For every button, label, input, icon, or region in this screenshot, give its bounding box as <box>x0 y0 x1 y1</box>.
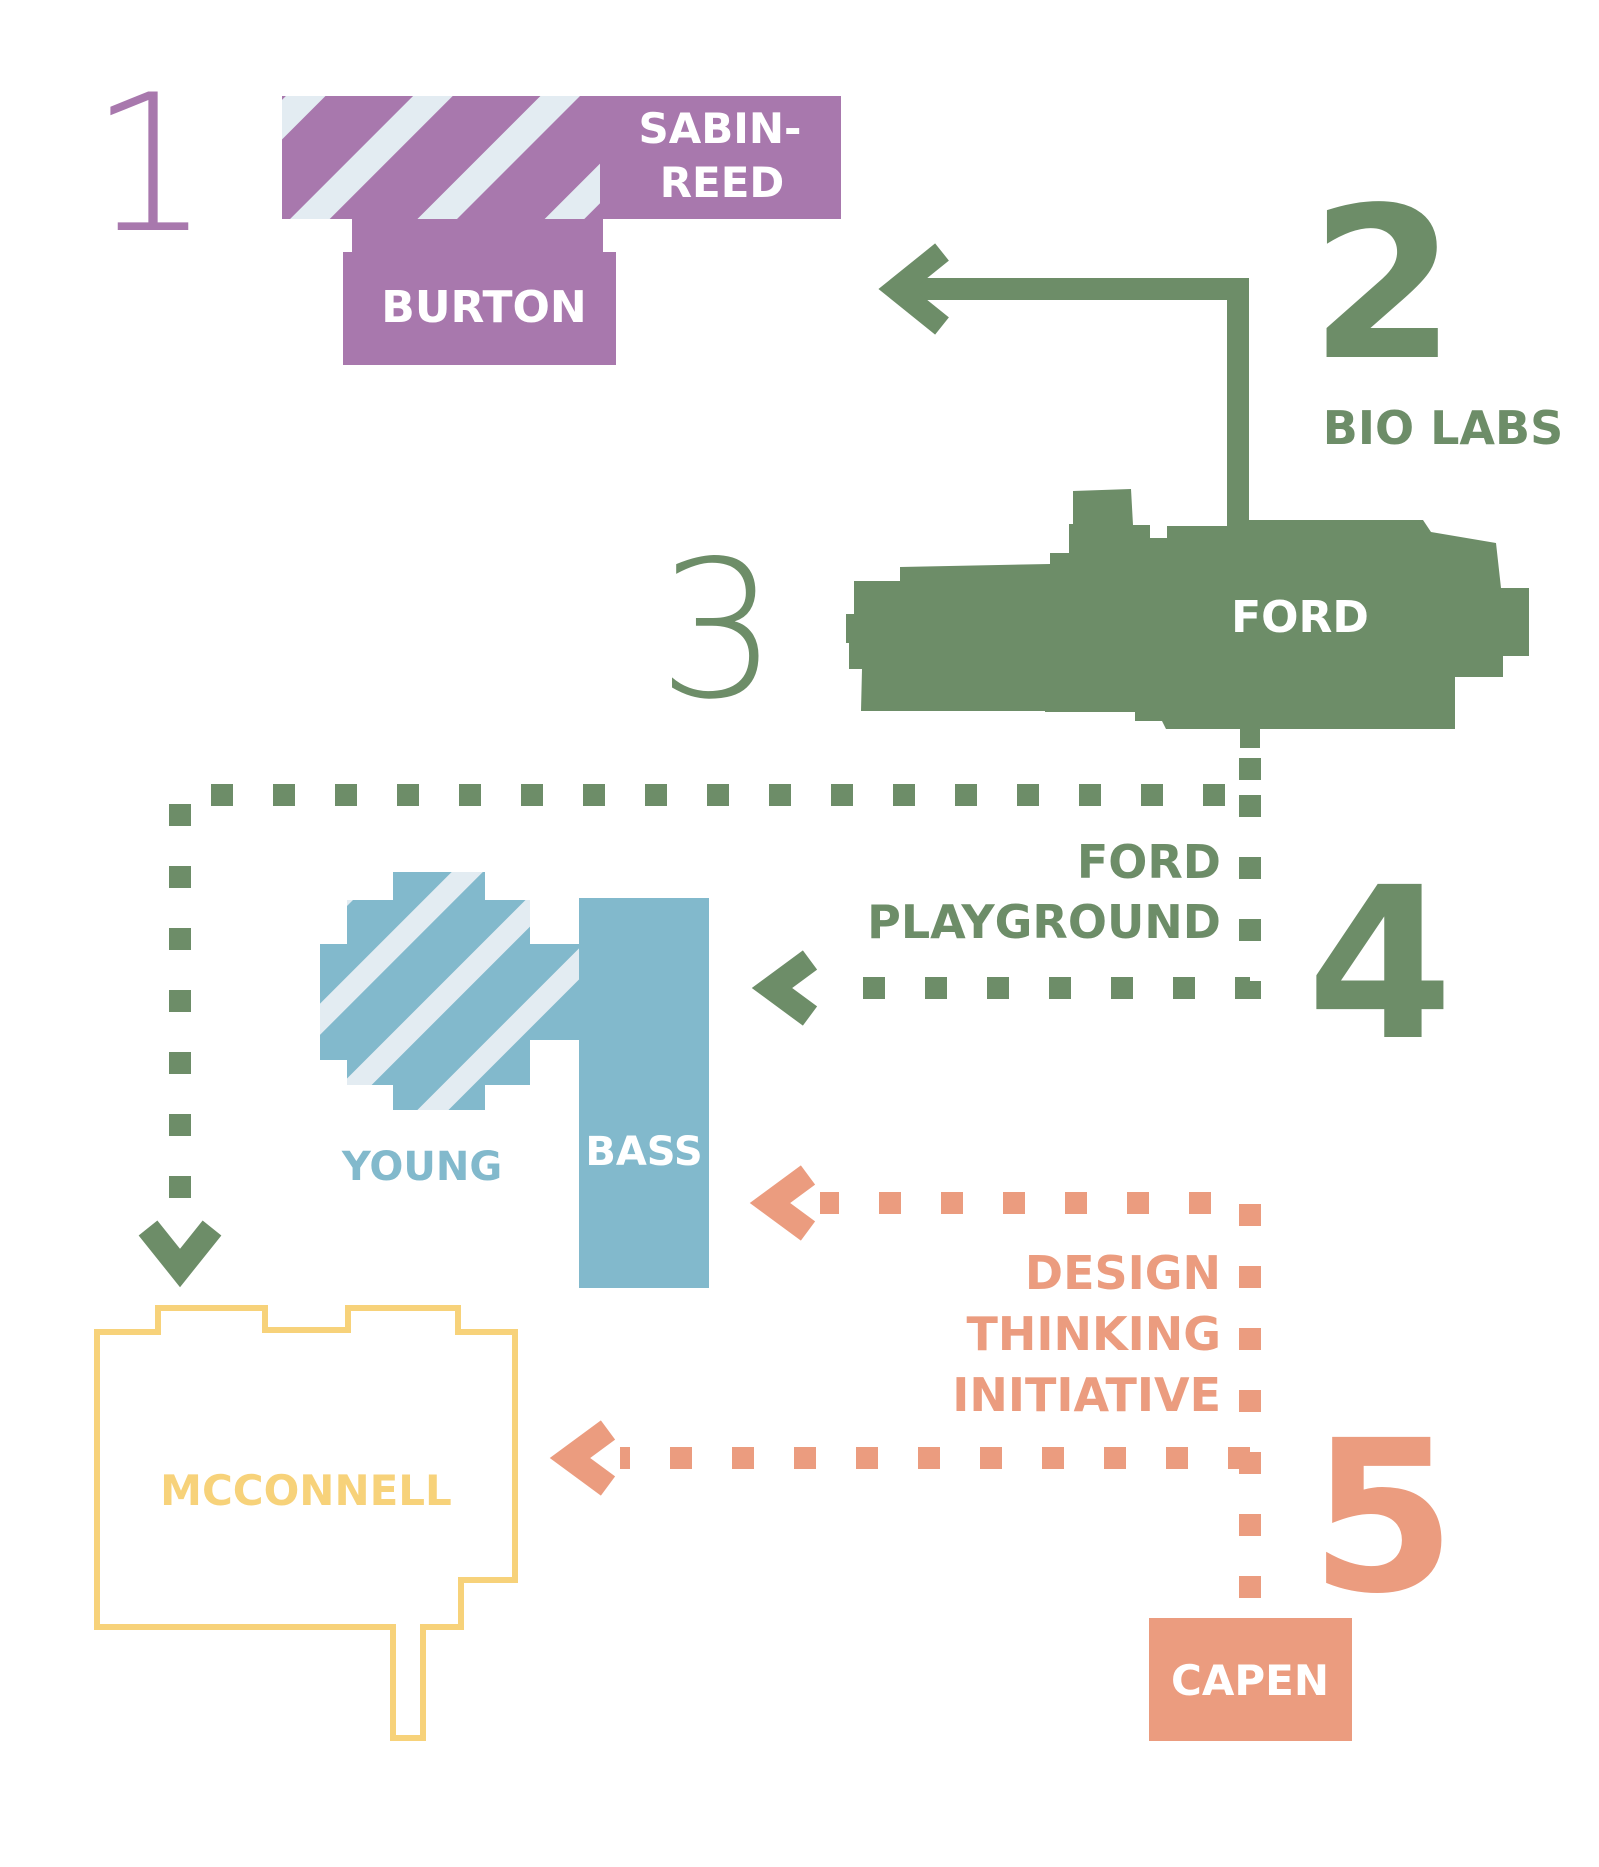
capen-to-bass-arrow-head <box>749 1165 816 1241</box>
step-1-number: 1 <box>90 54 211 275</box>
sabin-reed-label-line1: SABIN- <box>639 104 802 153</box>
ford-shape <box>846 489 1529 729</box>
burton-building: BURTON <box>343 219 616 365</box>
capen-to-mcconnell-arrow-head <box>549 1420 616 1496</box>
mcconnell-building: MCCONNELL <box>94 1305 518 1741</box>
ford-playground-arrow-head <box>751 950 818 1026</box>
bass-shape <box>579 898 709 1288</box>
sabin-reed-label-line2: REED <box>660 158 785 207</box>
capen-shape <box>1149 1618 1352 1741</box>
mcconnell-label: MCCONNELL <box>160 1466 452 1515</box>
step-2-caption: BIO LABS <box>1323 401 1563 455</box>
mcconnell-arrow-head-green <box>138 1220 222 1288</box>
bio-labs-arrow <box>878 243 1249 527</box>
capen-label: CAPEN <box>1171 1656 1329 1705</box>
step-5-number: 5 <box>1310 1395 1456 1640</box>
burton-shape <box>343 219 616 365</box>
step-4-number: 4 <box>1307 842 1453 1087</box>
young-shape <box>320 872 580 1110</box>
young-building: YOUNG <box>320 872 580 1190</box>
bass-label: BASS <box>585 1129 702 1175</box>
step-4-caption-line2: PLAYGROUND <box>867 895 1221 949</box>
young-label: YOUNG <box>341 1144 502 1190</box>
ford-playground-dashes <box>830 795 1261 999</box>
mcconnell-outline <box>94 1305 518 1741</box>
bio-labs-arrow-line <box>902 278 1249 527</box>
step-5-caption-line1: DESIGN <box>1025 1246 1221 1300</box>
capen-building: CAPEN <box>1149 1618 1352 1741</box>
burton-label: BURTON <box>381 282 586 333</box>
bio-labs-arrow-head <box>878 243 949 335</box>
ford-label: FORD <box>1231 592 1369 643</box>
step-3-number: 3 <box>658 520 779 741</box>
step-5-caption-line2: THINKING <box>966 1307 1221 1361</box>
bass-building: BASS <box>579 898 709 1288</box>
ford-playground-path <box>751 795 1261 1026</box>
step-4-caption-line1: FORD <box>1077 835 1221 889</box>
capen-routes <box>549 1165 1261 1598</box>
ford-to-mcconnell-dashes <box>169 758 1261 1215</box>
sabin-reed-striped-section <box>282 96 603 219</box>
ford-to-mcconnell-path <box>138 729 1261 1288</box>
sabin-reed-building: SABIN- REED <box>282 96 841 219</box>
step-5-caption-line3: INITIATIVE <box>952 1368 1221 1422</box>
step-2-number: 2 <box>1310 162 1456 407</box>
ford-building: FORD <box>846 489 1529 729</box>
sabin-reed-solid-section <box>600 96 841 219</box>
